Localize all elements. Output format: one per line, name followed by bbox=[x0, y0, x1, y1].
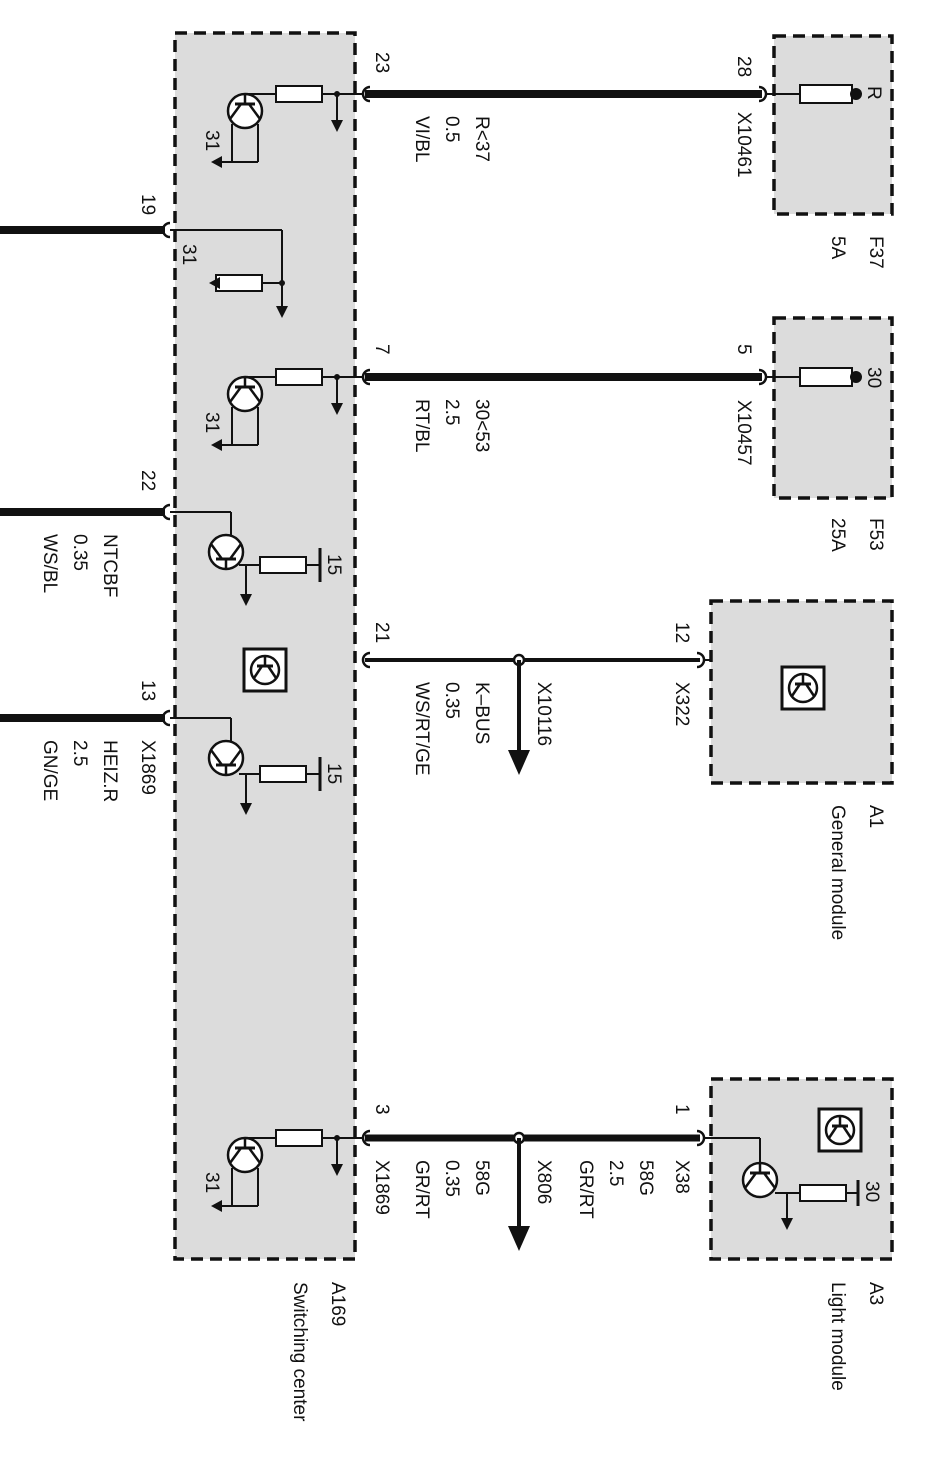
a169-ref-label: A169 bbox=[327, 1282, 348, 1326]
a169-pin-7: 7 bbox=[371, 344, 392, 355]
wire-30-53-color: RT/BL bbox=[411, 399, 432, 453]
ground-31-label-7: 31 bbox=[201, 412, 222, 433]
f37-terminal-label: R bbox=[863, 86, 884, 100]
wire-r37-signal: R<37 bbox=[471, 116, 492, 162]
wire-heiz-r-color: GN/GE bbox=[39, 740, 60, 801]
a169-input-13 bbox=[170, 717, 322, 815]
a169-pin-22: 22 bbox=[137, 470, 158, 491]
x10461-pin-label: 28 bbox=[733, 56, 754, 77]
wire-58g-outer-size: 2.5 bbox=[605, 1160, 626, 1186]
fuse-f53-box bbox=[772, 316, 894, 500]
f37-ref-label: F37 bbox=[865, 236, 886, 269]
light-module-box bbox=[709, 1077, 894, 1261]
a3-name-label: Light module bbox=[827, 1282, 848, 1391]
splice-x10116-arrow bbox=[508, 653, 530, 775]
f53-ref-label: F53 bbox=[865, 518, 886, 551]
terminal-15-label-13: 15 bbox=[323, 763, 344, 784]
x322-pin-label: 12 bbox=[671, 622, 692, 643]
x806-id-label: X806 bbox=[533, 1160, 554, 1204]
x10457-id-label: X10457 bbox=[733, 400, 754, 466]
a169-driver-23 bbox=[211, 85, 362, 168]
a169-pin-19: 19 bbox=[137, 194, 158, 215]
a169-pin-13: 13 bbox=[137, 680, 158, 701]
wire-58g-inner-size: 0.35 bbox=[441, 1160, 462, 1197]
wire-r37-size: 0.5 bbox=[441, 116, 462, 142]
fuse-f37-element bbox=[766, 84, 862, 104]
wire-58g-outer-signal: 58G bbox=[635, 1160, 656, 1196]
f37-rating-label: 5A bbox=[827, 236, 848, 260]
x10457-pin-label: 5 bbox=[733, 344, 754, 355]
switching-center-icon bbox=[242, 647, 288, 693]
a169-pin-3: 3 bbox=[371, 1104, 392, 1115]
a1-ref-label: A1 bbox=[865, 805, 886, 828]
wire-k-bus-signal: K–BUS bbox=[471, 682, 492, 744]
terminal-15-label-22: 15 bbox=[323, 554, 344, 575]
wire-58g-inner-color: GR/RT bbox=[411, 1160, 432, 1219]
x10461-id-label: X10461 bbox=[733, 112, 754, 178]
x38-id-label: X38 bbox=[671, 1160, 692, 1194]
light-module-circuit bbox=[704, 1107, 863, 1230]
f53-rating-label: 25A bbox=[827, 518, 848, 552]
wire-heiz-r-size: 2.5 bbox=[69, 740, 90, 766]
wire-ntcbf-size: 0.35 bbox=[69, 534, 90, 571]
general-module-icon bbox=[780, 665, 826, 711]
a169-pin-21: 21 bbox=[371, 622, 392, 643]
wire-58g-inner-signal: 58G bbox=[471, 1160, 492, 1196]
wire-ntcbf-color: WS/BL bbox=[39, 534, 60, 593]
splice-x806-arrow bbox=[508, 1131, 530, 1251]
wire-30-53-signal: 30<53 bbox=[471, 399, 492, 452]
wire-30-53-size: 2.5 bbox=[441, 399, 462, 425]
a169-driver-7 bbox=[211, 368, 362, 451]
fuse-f37-box bbox=[772, 34, 894, 216]
wire-r37-color: VI/BL bbox=[411, 116, 432, 162]
a169-driver-3 bbox=[211, 1129, 362, 1212]
x322-id-label: X322 bbox=[671, 682, 692, 726]
switching-center-box bbox=[173, 31, 357, 1261]
a169-left-connector-id: X1869 bbox=[137, 740, 158, 795]
ground-31-label-3: 31 bbox=[201, 1172, 222, 1193]
light-module-icon bbox=[817, 1107, 863, 1153]
wire-heiz-r-signal: HEIZ.R bbox=[99, 740, 120, 802]
wire-k-bus-color: WS/RT/GE bbox=[411, 682, 432, 776]
wire-58g-outer-color: GR/RT bbox=[575, 1160, 596, 1219]
x10116-id-label: X10116 bbox=[533, 682, 554, 746]
a169-input-22 bbox=[170, 511, 322, 606]
ground-31-label-23: 31 bbox=[201, 130, 222, 151]
x38-pin-label: 1 bbox=[671, 1104, 692, 1115]
wire-k-bus-size: 0.35 bbox=[441, 682, 462, 719]
a169-right-connector-id: X1869 bbox=[371, 1160, 392, 1215]
a3-ref-label: A3 bbox=[865, 1282, 886, 1305]
a3-terminal-label: 30 bbox=[861, 1181, 882, 1202]
a169-input-19 bbox=[170, 229, 288, 318]
a169-name-label: Switching center bbox=[289, 1282, 310, 1422]
ground-31-label-19: 31 bbox=[178, 244, 199, 265]
fuse-f53-element bbox=[766, 367, 862, 387]
a169-pin-23: 23 bbox=[371, 52, 392, 73]
wire-ntcbf-signal: NTCBF bbox=[99, 534, 120, 597]
f53-terminal-label: 30 bbox=[863, 367, 884, 388]
a1-name-label: General module bbox=[827, 805, 848, 940]
